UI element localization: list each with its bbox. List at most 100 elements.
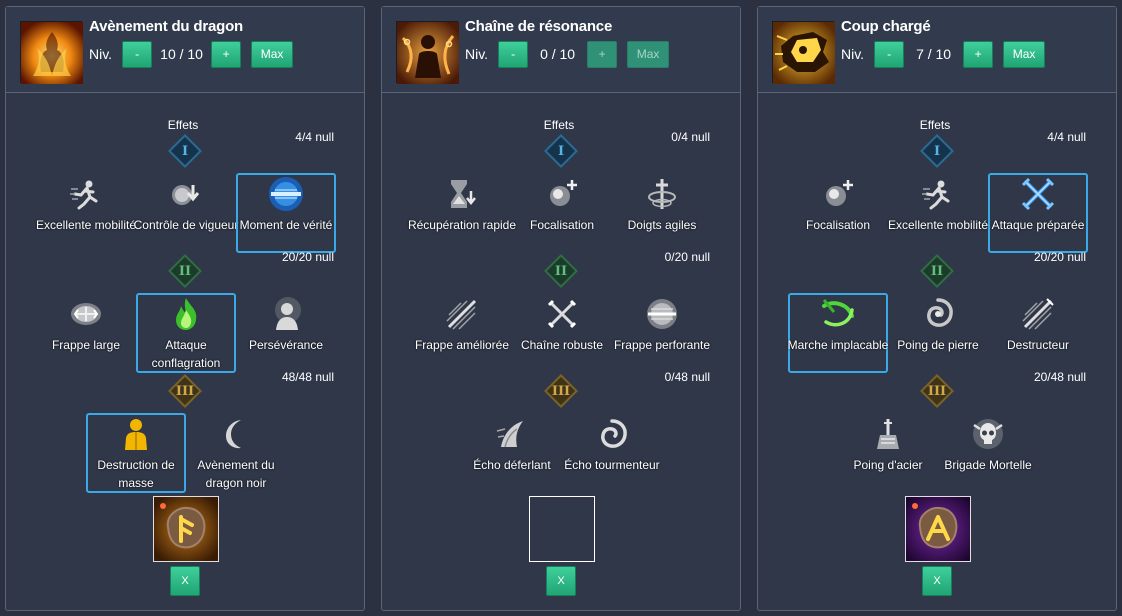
tripod-focalisation[interactable]: Focalisation [788, 173, 888, 253]
tripod-label: Excellente mobilité [887, 218, 989, 232]
tier-3-badge: III [544, 374, 578, 408]
tripod-label: Excellente mobilité [35, 218, 137, 232]
rune-slot[interactable] [905, 496, 971, 562]
tier-2-badge: II [544, 254, 578, 288]
crossed-swords-icon [543, 295, 581, 333]
tripod-perseverance[interactable]: Persévérance [236, 293, 336, 373]
effects-label: Effets [543, 118, 575, 132]
remove-rune-button[interactable]: X [170, 566, 200, 596]
tripod-attaque-conflagration[interactable]: Attaque conflagration [136, 293, 236, 373]
tripod-label: Écho tourmenteur [564, 458, 660, 472]
level-increase-button[interactable]: + [963, 40, 994, 68]
tripod-poing-de-pierre[interactable]: Poing de pierre [888, 293, 988, 373]
level-controls: Niv. - 7 / 10 + Max [841, 40, 1046, 68]
tripod-label: Frappe large [51, 338, 121, 352]
tripod-label: Doigts agiles [627, 218, 697, 232]
level-controls: Niv. - 0 / 10 + Max [465, 40, 670, 68]
level-max-button[interactable]: Max [251, 40, 294, 68]
blue-crossed-swords-icon [1019, 175, 1057, 213]
agile-fingers-icon [643, 175, 681, 213]
tier-3-count: 20/48 null [1033, 370, 1086, 384]
focus-orb-icon [543, 175, 581, 213]
skill-panel-1: Avènement du dragon Niv. - 10 / 10 + Max… [5, 6, 365, 611]
tripod-excellente-mobilite[interactable]: Excellente mobilité [36, 173, 136, 253]
tripod-echo-tourmenteur[interactable]: Écho tourmenteur [562, 413, 662, 493]
remove-rune-button[interactable]: X [922, 566, 952, 596]
green-arc-icon [819, 295, 857, 333]
skill-panel-2: Chaîne de résonance Niv. - 0 / 10 + Max … [381, 6, 741, 611]
purple-rune-icon [906, 497, 970, 561]
sprint-icon [67, 175, 105, 213]
tripod-frappe-perforante[interactable]: Frappe perforante [612, 293, 712, 373]
tripod-frappe-large[interactable]: Frappe large [36, 293, 136, 373]
tripod-label: Récupération rapide [407, 218, 517, 232]
blue-sword-orb-icon [267, 175, 305, 213]
tier-2-badge: II [168, 254, 202, 288]
tripod-excellente-mobilite[interactable]: Excellente mobilité [888, 173, 988, 253]
tripod-label: Brigade Mortelle [944, 458, 1032, 472]
improved-strike-icon [443, 295, 481, 333]
effects-label: Effets [167, 118, 199, 132]
rune-slot[interactable] [153, 496, 219, 562]
golden-figure-icon [117, 415, 155, 453]
tripod-destruction-de-masse[interactable]: Destruction de masse [86, 413, 186, 493]
tripod-avenement-du-dragon-noir[interactable]: Avènement du dragon noir [186, 413, 286, 493]
moon-icon [217, 415, 255, 453]
skill-panel-3: Coup chargé Niv. - 7 / 10 + Max Effets I… [757, 6, 1117, 611]
piercing-strike-icon [643, 295, 681, 333]
wave-echo-icon [493, 415, 531, 453]
tripod-doigts-agiles[interactable]: Doigts agiles [612, 173, 712, 253]
wide-strike-icon [67, 295, 105, 333]
remove-rune-button[interactable]: X [546, 566, 576, 596]
rune-slot-empty[interactable] [529, 496, 595, 562]
tripod-focalisation[interactable]: Focalisation [512, 173, 612, 253]
level-max-button[interactable]: Max [627, 40, 670, 68]
level-label: Niv. [89, 46, 113, 62]
level-decrease-button[interactable]: - [874, 40, 905, 68]
level-value: 10 / 10 [160, 46, 203, 62]
skull-icon [969, 415, 1007, 453]
skill-header: Avènement du dragon Niv. - 10 / 10 + Max [6, 7, 364, 93]
green-flame-icon [167, 295, 205, 333]
tier-1-badge: I [168, 134, 202, 168]
dragon-fire-skill-icon [20, 21, 83, 84]
tripod-destructeur[interactable]: Destructeur [988, 293, 1088, 373]
tier-1-count: 4/4 null [295, 130, 334, 144]
tripod-attaque-preparee[interactable]: Attaque préparée [988, 173, 1088, 253]
tier-1-badge: I [544, 134, 578, 168]
perseverance-icon [267, 295, 305, 333]
tripod-frappe-amelioree[interactable]: Frappe améliorée [412, 293, 512, 373]
tripod-controle-de-vigueur[interactable]: Contrôle de vigueur [134, 173, 238, 253]
level-max-button[interactable]: Max [1003, 40, 1046, 68]
tripod-poing-d-acier[interactable]: Poing d'acier [838, 413, 938, 493]
tier-3-badge: III [920, 374, 954, 408]
destroyer-icon [1019, 295, 1057, 333]
level-decrease-button[interactable]: - [498, 40, 529, 68]
tripod-label: Écho déferlant [473, 458, 551, 472]
tripod-label: Avènement du dragon noir [197, 458, 275, 490]
swirl-icon [593, 415, 631, 453]
sprint-icon [919, 175, 957, 213]
tripod-label: Frappe améliorée [414, 338, 510, 352]
tripod-recuperation-rapide[interactable]: Récupération rapide [408, 173, 516, 253]
skill-title: Avènement du dragon [89, 18, 243, 35]
tripod-echo-deferlant[interactable]: Écho déferlant [462, 413, 562, 493]
level-increase-button[interactable]: + [587, 40, 618, 68]
tier-2-count: 0/20 null [664, 250, 710, 264]
focus-orb-icon [819, 175, 857, 213]
level-increase-button[interactable]: + [211, 40, 242, 68]
tripod-label: Focalisation [805, 218, 871, 232]
tripod-moment-de-verite[interactable]: Moment de vérité [236, 173, 336, 253]
tripod-label: Attaque conflagration [151, 338, 221, 370]
tripod-label: Moment de vérité [239, 218, 333, 232]
tier-3-badge: III [168, 374, 202, 408]
tier-3-count: 48/48 null [281, 370, 334, 384]
tripod-label: Focalisation [529, 218, 595, 232]
tripod-chaine-robuste[interactable]: Chaîne robuste [512, 293, 612, 373]
tripod-marche-implacable[interactable]: Marche implacable [788, 293, 888, 373]
level-decrease-button[interactable]: - [122, 40, 153, 68]
level-label: Niv. [465, 46, 489, 62]
tripod-brigade-mortelle[interactable]: Brigade Mortelle [938, 413, 1038, 493]
skill-header: Chaîne de résonance Niv. - 0 / 10 + Max [382, 7, 740, 93]
tripod-label: Chaîne robuste [520, 338, 604, 352]
